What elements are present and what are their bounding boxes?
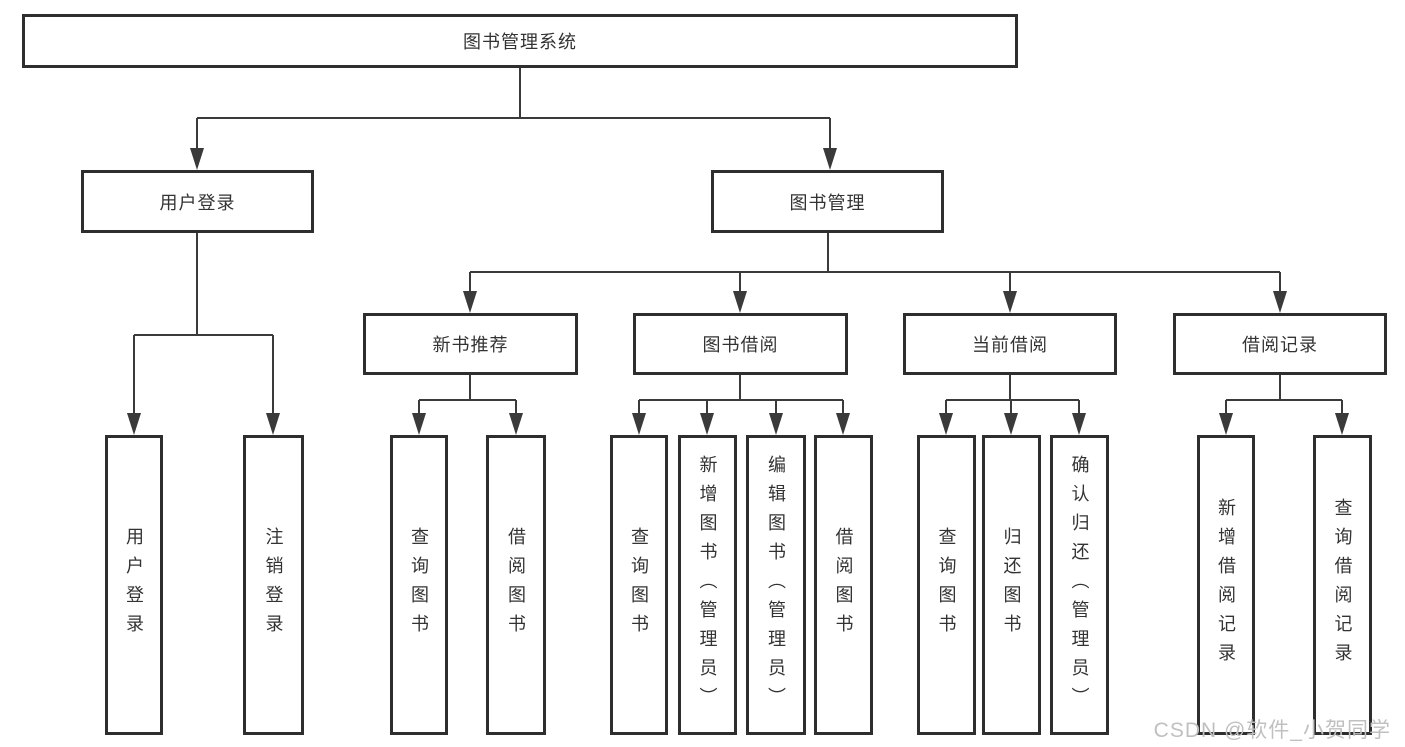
node-leaf-recommend-borrow-book: 借阅图书	[486, 435, 546, 735]
csdn-watermark: CSDN @软件_小贺同学	[1153, 719, 1391, 742]
node-leaf-user-login-label: 用户登录	[124, 527, 144, 643]
node-leaf-current-query-book: 查询图书	[917, 435, 976, 735]
node-root-system: 图书管理系统	[22, 14, 1018, 68]
connector-book-borrow	[632, 375, 850, 435]
connector-current-borrow	[939, 375, 1086, 435]
node-user-login-branch: 用户登录	[81, 170, 314, 233]
node-leaf-records-query-record-label: 查询借阅记录	[1332, 498, 1353, 672]
node-new-book-recommend: 新书推荐	[363, 313, 578, 375]
node-leaf-logout-label: 注销登录	[263, 527, 284, 643]
node-leaf-logout: 注销登录	[243, 435, 304, 735]
node-current-borrow-label: 当前借阅	[972, 335, 1048, 355]
node-new-book-recommend-label: 新书推荐	[432, 335, 509, 355]
connector-book-management	[463, 233, 1287, 313]
node-leaf-records-add-record: 新增借阅记录	[1197, 435, 1255, 735]
node-user-login-branch-label: 用户登录	[159, 192, 236, 213]
node-borrow-records: 借阅记录	[1173, 313, 1387, 375]
node-leaf-current-query-book-label: 查询图书	[936, 527, 957, 643]
node-leaf-borrow-query-book-label: 查询图书	[629, 527, 649, 643]
node-leaf-borrow-edit-book-label: 编辑图书（管理员）	[766, 454, 786, 716]
node-leaf-records-query-record: 查询借阅记录	[1313, 435, 1372, 735]
node-leaf-current-return-book: 归还图书	[982, 435, 1041, 735]
node-leaf-current-return-book-label: 归还图书	[1001, 527, 1022, 643]
connector-borrow-records	[1219, 375, 1349, 435]
node-leaf-user-login: 用户登录	[105, 435, 163, 735]
node-leaf-recommend-query-book-label: 查询图书	[409, 527, 429, 643]
node-current-borrow: 当前借阅	[903, 313, 1117, 375]
node-book-borrow: 图书借阅	[633, 313, 848, 375]
connector-user-login	[127, 233, 280, 435]
node-leaf-borrow-query-book: 查询图书	[610, 435, 668, 735]
node-leaf-borrow-borrow-book: 借阅图书	[814, 435, 873, 735]
node-leaf-current-confirm-return: 确认归还（管理员）	[1050, 435, 1109, 735]
connector-new-book-recommend	[412, 375, 523, 435]
node-leaf-borrow-edit-book: 编辑图书（管理员）	[746, 435, 806, 735]
node-borrow-records-label: 借阅记录	[1242, 335, 1318, 355]
node-leaf-recommend-query-book: 查询图书	[390, 435, 448, 735]
node-leaf-borrow-borrow-book-label: 借阅图书	[833, 527, 854, 643]
node-book-borrow-label: 图书借阅	[702, 335, 779, 355]
node-leaf-records-add-record-label: 新增借阅记录	[1216, 498, 1236, 672]
connector-root	[190, 68, 837, 170]
node-root-system-label: 图书管理系统	[463, 32, 577, 52]
node-book-management-branch-label: 图书管理	[789, 192, 866, 213]
node-leaf-borrow-add-book-label: 新增图书（管理员）	[697, 454, 718, 716]
node-leaf-borrow-add-book: 新增图书（管理员）	[678, 435, 737, 735]
node-leaf-current-confirm-return-label: 确认归还（管理员）	[1069, 454, 1090, 716]
node-leaf-recommend-borrow-book-label: 借阅图书	[506, 527, 526, 643]
node-book-management-branch: 图书管理	[711, 170, 944, 233]
